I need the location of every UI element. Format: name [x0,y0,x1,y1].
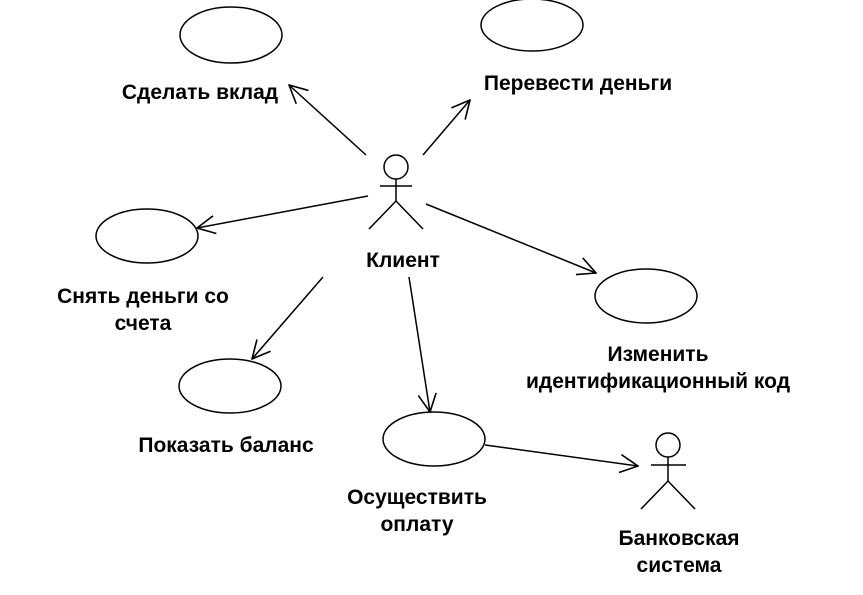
use-case-payment-label-line2: оплату [380,513,454,537]
bank-system-actor-label-line1: Банковская [618,527,740,550]
association-transfer [422,100,470,156]
association-change-pin [425,203,596,273]
use-case-deposit-ellipse [179,6,283,64]
client-actor-figure [368,154,424,230]
use-case-change-pin-ellipse [594,268,698,324]
bank-system-actor-figure [640,432,696,510]
use-case-deposit-label: Сделать вклад [121,81,279,104]
use-case-change-pin-label: Изменить идентификационный код [526,341,790,396]
use-case-change-pin-label-line2: идентификационный код [525,370,791,394]
use-case-show-balance-ellipse [178,358,282,414]
use-case-show-balance-label: Показать баланс [138,434,314,457]
use-case-change-pin-label-line1: Изменить [607,343,709,366]
bank-system-actor-label-line2: система [636,554,722,578]
use-case-withdraw-label-line2: счета [114,312,172,336]
use-case-transfer-ellipse [480,0,584,52]
use-case-payment-ellipse [382,411,486,467]
association-bank-system [484,444,638,466]
association-withdraw [197,195,369,228]
bank-system-actor-label: Банковская система [618,525,739,580]
use-case-withdraw-ellipse [95,208,199,264]
association-show-balance [252,276,324,359]
association-payment [408,276,430,412]
use-case-withdraw-label: Снять деньги со счета [57,283,229,338]
association-deposit [289,85,367,156]
use-case-payment-label-line1: Осуществить [347,486,487,509]
client-actor-label: Клиент [366,249,440,272]
use-case-payment-label: Осуществить оплату [347,484,487,539]
use-case-withdraw-label-line1: Снять деньги со [57,285,229,308]
use-case-transfer-label: Перевести деньги [483,72,673,95]
